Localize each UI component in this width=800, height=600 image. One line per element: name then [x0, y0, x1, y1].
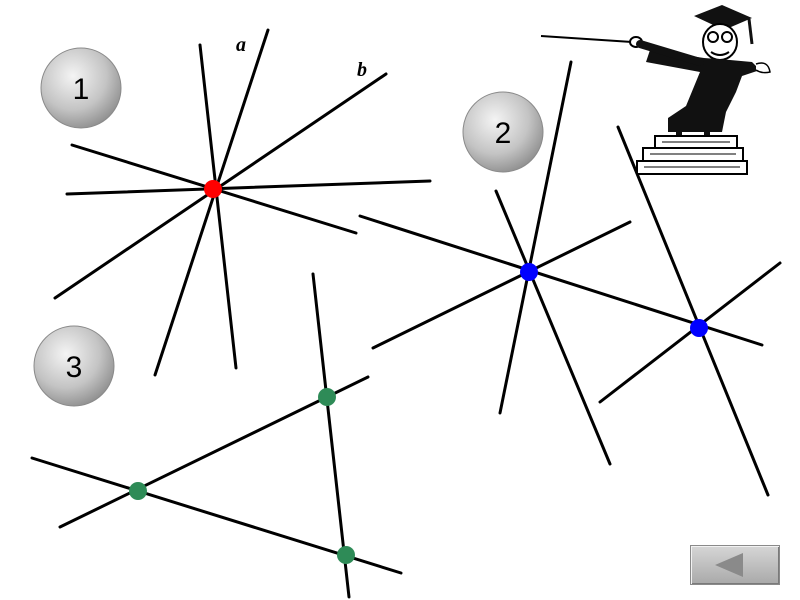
intersection-point-3c: [337, 546, 355, 564]
line-p1-rising: [371, 220, 632, 350]
back-button[interactable]: [690, 545, 780, 585]
badge-3-label: 3: [66, 351, 83, 384]
line-p1-steep: [498, 60, 573, 415]
intersection-point-1: [204, 180, 222, 198]
line-p1-diag: [494, 189, 612, 466]
line-label-a: a: [236, 34, 246, 56]
back-arrow-icon: [715, 553, 743, 577]
line-p2-steep: [616, 125, 770, 497]
group-2-lines: [358, 60, 782, 497]
intersection-point-2b: [690, 319, 708, 337]
badge-1: 1: [40, 47, 122, 129]
line-label-b: b: [357, 59, 367, 81]
badge-3: 3: [33, 325, 115, 407]
line-triangle-vertical: [311, 272, 351, 599]
line-p2-rising: [598, 261, 782, 404]
line-triangle-upper: [58, 375, 370, 529]
badge-2-label: 2: [495, 117, 512, 150]
intersection-point-2a: [520, 263, 538, 281]
teacher-with-pointer-icon: [540, 5, 771, 175]
line-a: [153, 28, 270, 377]
intersection-point-3a: [318, 388, 336, 406]
line-horizontal: [65, 179, 432, 196]
badge-2: 2: [462, 91, 544, 173]
badge-1-label: 1: [73, 73, 90, 106]
line-vertical: [198, 43, 238, 370]
intersection-point-3b: [129, 482, 147, 500]
